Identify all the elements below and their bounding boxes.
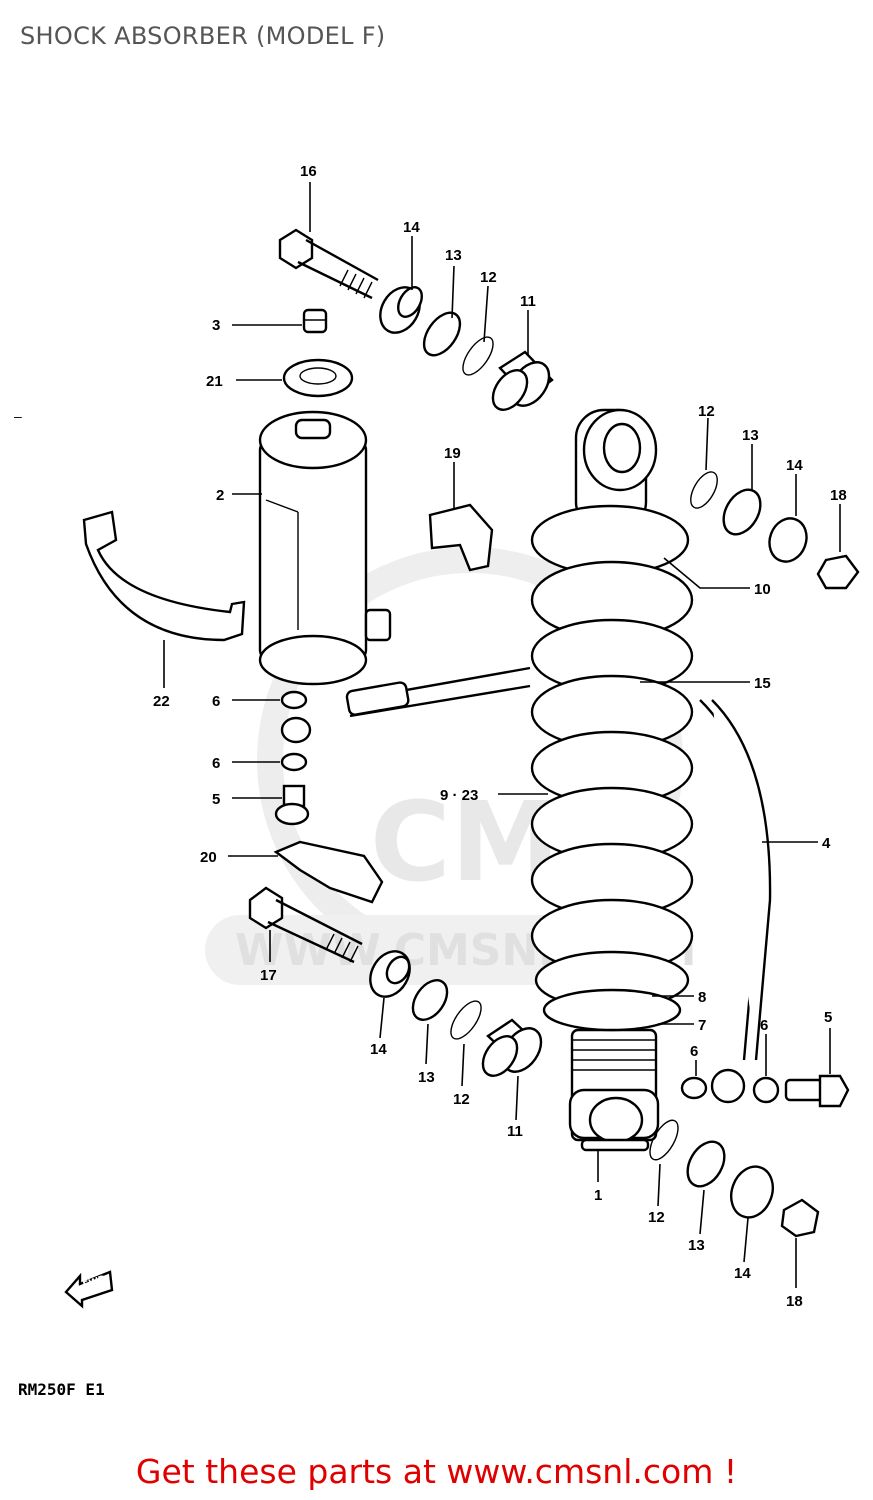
footer-cta-link[interactable]: Get these parts at www.cmsnl.com ! bbox=[135, 1452, 738, 1491]
part-6-washer-a[interactable] bbox=[280, 690, 308, 710]
part-1-shock-absorber[interactable] bbox=[568, 408, 660, 1152]
callout-20: 20 bbox=[200, 849, 217, 866]
part-17-bolt[interactable] bbox=[248, 886, 363, 964]
callout-16: 16 bbox=[300, 163, 317, 180]
callout-14: 14 bbox=[370, 1041, 387, 1058]
part-14-collar-bottom[interactable] bbox=[362, 944, 417, 1004]
callout-12: 12 bbox=[480, 269, 497, 286]
callout-7: 7 bbox=[698, 1017, 706, 1034]
part-13-washer-top[interactable] bbox=[417, 306, 467, 361]
part-12-ring-right-top[interactable] bbox=[685, 468, 722, 513]
part-13-washer-right-bottom[interactable] bbox=[680, 1135, 732, 1193]
part-12-ring-right-bottom[interactable] bbox=[644, 1116, 683, 1164]
callout-5: 5 bbox=[824, 1009, 832, 1026]
part-banjo-fitting[interactable] bbox=[280, 716, 312, 744]
callout-11: 11 bbox=[520, 293, 536, 310]
part-19-cushion[interactable] bbox=[428, 503, 494, 572]
part-15-spring[interactable] bbox=[530, 504, 694, 1032]
part-3-valve[interactable] bbox=[302, 308, 328, 334]
callout-11: 11 bbox=[507, 1123, 523, 1140]
part-5-bolt-left[interactable] bbox=[274, 784, 310, 826]
part-12-ring-top[interactable] bbox=[457, 332, 499, 380]
part-14-cap-right-bottom[interactable] bbox=[724, 1161, 779, 1224]
callout-1: 1 bbox=[594, 1187, 602, 1204]
part-21-cap[interactable] bbox=[282, 358, 354, 398]
part-14-collar-top[interactable] bbox=[372, 280, 427, 340]
callout-14: 14 bbox=[403, 219, 420, 236]
part-13-washer-bottom[interactable] bbox=[406, 974, 454, 1026]
callout-14: 14 bbox=[786, 457, 803, 474]
part-6-washer-b[interactable] bbox=[280, 752, 308, 772]
part-16-bolt[interactable] bbox=[278, 228, 379, 300]
part-12-ring-bottom[interactable] bbox=[445, 996, 487, 1044]
callout-19: 19 bbox=[444, 445, 461, 462]
callout-9-23: 9 · 23 bbox=[440, 787, 478, 804]
callout-13: 13 bbox=[418, 1069, 435, 1086]
callout-13: 13 bbox=[445, 247, 462, 264]
part-2-reservoir[interactable] bbox=[258, 410, 392, 686]
part-6-washer-c[interactable] bbox=[680, 1076, 708, 1100]
callout-3: 3 bbox=[212, 317, 220, 334]
model-code: RM250F E1 bbox=[18, 1380, 105, 1399]
callout-12: 12 bbox=[648, 1209, 665, 1226]
callout-2: 2 bbox=[216, 487, 224, 504]
callout-14: 14 bbox=[734, 1265, 751, 1282]
callout-21: 21 bbox=[206, 373, 223, 390]
callout-8: 8 bbox=[698, 989, 706, 1006]
callout-15: 15 bbox=[754, 675, 771, 692]
callout-4: 4 bbox=[822, 835, 831, 852]
part-22-band[interactable] bbox=[82, 510, 246, 642]
callout-12: 12 bbox=[698, 403, 715, 420]
callout-18: 18 bbox=[830, 487, 847, 504]
callout-6: 6 bbox=[760, 1017, 768, 1034]
callout-13: 13 bbox=[742, 427, 759, 444]
part-13-washer-right-top[interactable] bbox=[716, 483, 768, 541]
callout-18: 18 bbox=[786, 1293, 803, 1310]
part-5-bolt-right[interactable] bbox=[784, 1074, 850, 1108]
part-11-bushing-bottom[interactable] bbox=[476, 1018, 549, 1082]
callout-6: 6 bbox=[212, 693, 220, 710]
part-4-hose[interactable] bbox=[345, 666, 772, 1104]
part-18-nut-top[interactable] bbox=[816, 554, 860, 590]
callout-13: 13 bbox=[688, 1237, 705, 1254]
callout-6: 6 bbox=[690, 1043, 698, 1060]
part-6-washer-d[interactable] bbox=[752, 1076, 780, 1104]
part-11-bushing-top[interactable] bbox=[486, 350, 557, 416]
callout-17: 17 bbox=[260, 967, 277, 984]
margin-mark: – bbox=[14, 408, 22, 424]
callout-5: 5 bbox=[212, 791, 220, 808]
part-20-bracket[interactable] bbox=[273, 840, 384, 904]
callout-labels: 16 14 13 12 11 3 21 2 19 22 6 6 5 20 17 … bbox=[82, 163, 847, 1310]
part-14-cap-right-top[interactable] bbox=[764, 513, 813, 567]
callout-10: 10 bbox=[754, 581, 771, 598]
page-title: SHOCK ABSORBER (MODEL F) bbox=[20, 22, 386, 50]
callout-6: 6 bbox=[212, 755, 220, 772]
callout-22: 22 bbox=[153, 693, 170, 710]
forward-arrow-icon bbox=[64, 1270, 114, 1309]
leader-lines bbox=[163, 182, 841, 1288]
callout-12: 12 bbox=[453, 1091, 470, 1108]
part-18-nut-bottom[interactable] bbox=[780, 1198, 820, 1238]
